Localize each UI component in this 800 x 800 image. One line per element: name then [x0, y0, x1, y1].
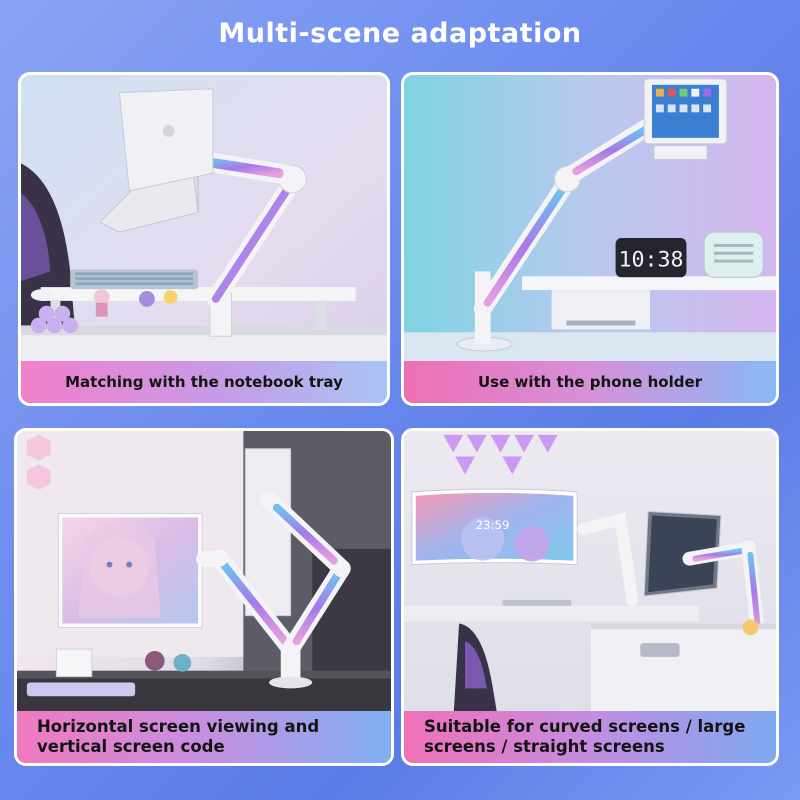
phone-holder-scene-image: 10:38: [404, 75, 776, 403]
screen-types-scene-image: 23:59: [404, 431, 776, 763]
scene-card-notebook-tray: Matching with the notebook tray: [18, 72, 390, 406]
clock-time: 10:38: [618, 248, 683, 273]
scene-caption: Horizontal screen viewing and vertical s…: [17, 711, 391, 763]
screen-time: 23:59: [476, 518, 510, 532]
scene-card-horizontal-vertical: Horizontal screen viewing and vertical s…: [14, 428, 394, 766]
notebook-tray-scene-image: [21, 75, 387, 403]
scene-card-screen-types: 23:59 Suitable for curved screens / larg…: [401, 428, 779, 766]
scene-caption-text: Use with the phone holder: [477, 373, 703, 391]
page-title: Multi-scene adaptation: [218, 18, 582, 49]
scene-card-phone-holder: 10:38 Use with the phone holder: [401, 72, 779, 406]
scene-caption-text: Horizontal screen viewing and vertical s…: [37, 717, 320, 756]
scene-caption: Suitable for curved screens / large scre…: [404, 711, 776, 763]
scene-caption-text: Suitable for curved screens / large scre…: [424, 717, 746, 756]
horizontal-vertical-scene-image: [17, 431, 391, 763]
scene-caption-text: Matching with the notebook tray: [65, 373, 343, 391]
scene-caption: Matching with the notebook tray: [21, 361, 387, 403]
scene-caption: Use with the phone holder: [404, 361, 776, 403]
